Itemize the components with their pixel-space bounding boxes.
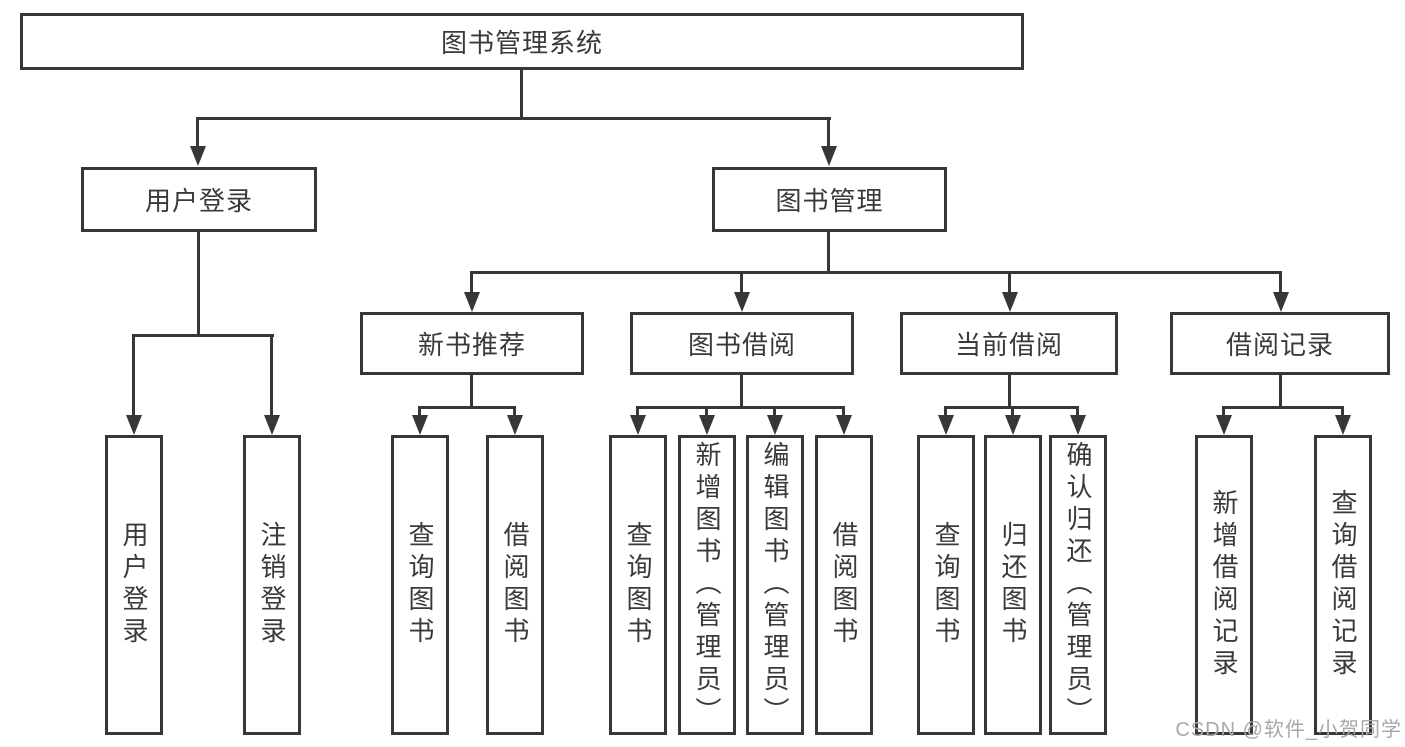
arrow-down-icon — [821, 146, 837, 166]
connector-line — [418, 406, 516, 409]
connector-line — [944, 406, 947, 418]
node-add-books-admin: 新增图书（管理员） — [678, 435, 736, 735]
arrow-down-icon — [938, 415, 954, 435]
node-edit-books-admin: 编辑图书（管理员） — [746, 435, 804, 735]
connector-line — [196, 117, 199, 147]
node-book-borrowing: 图书借阅 — [630, 312, 854, 375]
node-query-books-borrow: 查询图书 — [609, 435, 667, 735]
connector-line — [827, 117, 830, 147]
connector-line — [705, 406, 708, 418]
arrow-down-icon — [630, 415, 646, 435]
node-book-management: 图书管理 — [712, 167, 947, 232]
node-borrow-books: 借阅图书 — [815, 435, 873, 735]
node-user-login-leaf: 用户登录 — [105, 435, 163, 735]
arrow-down-icon — [264, 415, 280, 435]
node-current-borrowing: 当前借阅 — [900, 312, 1118, 375]
arrow-down-icon — [767, 415, 783, 435]
node-user-login: 用户登录 — [81, 167, 317, 232]
arrow-down-icon — [1005, 415, 1021, 435]
node-logout: 注销登录 — [243, 435, 301, 735]
connector-line — [1008, 271, 1011, 294]
arrow-down-icon — [1002, 292, 1018, 312]
node-borrowing-records: 借阅记录 — [1170, 312, 1390, 375]
arrow-down-icon — [699, 415, 715, 435]
connector-line — [1008, 375, 1011, 409]
connector-line — [520, 70, 523, 118]
connector-line — [773, 406, 776, 418]
node-query-books-rec: 查询图书 — [391, 435, 449, 735]
connector-line — [132, 334, 135, 417]
connector-line — [132, 334, 274, 337]
node-borrow-books-rec: 借阅图书 — [486, 435, 544, 735]
arrow-down-icon — [1216, 415, 1232, 435]
connector-line — [740, 375, 743, 409]
connector-line — [470, 375, 473, 409]
connector-line — [1341, 406, 1344, 418]
node-query-borrow-record: 查询借阅记录 — [1314, 435, 1372, 735]
node-return-books: 归还图书 — [984, 435, 1042, 735]
connector-line — [1076, 406, 1079, 418]
connector-line — [513, 406, 516, 418]
connector-line — [636, 406, 845, 409]
arrow-down-icon — [190, 146, 206, 166]
arrow-down-icon — [412, 415, 428, 435]
node-new-book-recommendation: 新书推荐 — [360, 312, 584, 375]
connector-line — [842, 406, 845, 418]
arrow-down-icon — [734, 292, 750, 312]
connector-line — [1011, 406, 1014, 418]
node-library-management-system: 图书管理系统 — [20, 13, 1024, 70]
connector-line — [827, 232, 830, 273]
arrow-down-icon — [1070, 415, 1086, 435]
arrow-down-icon — [836, 415, 852, 435]
arrow-down-icon — [464, 292, 480, 312]
connector-line — [1279, 271, 1282, 294]
connector-line — [197, 117, 831, 120]
connector-line — [740, 271, 743, 294]
watermark: CSDN @软件_小贺同学 — [1175, 719, 1402, 741]
connector-line — [197, 232, 200, 336]
connector-line — [470, 271, 1282, 274]
arrow-down-icon — [507, 415, 523, 435]
node-confirm-return-admin: 确认归还（管理员） — [1049, 435, 1107, 735]
connector-line — [636, 406, 639, 418]
connector-line — [470, 271, 473, 294]
connector-line — [1279, 375, 1282, 409]
connector-line — [270, 334, 273, 417]
connector-line — [418, 406, 421, 418]
connector-line — [1222, 406, 1343, 409]
arrow-down-icon — [126, 415, 142, 435]
arrow-down-icon — [1335, 415, 1351, 435]
node-query-books-current: 查询图书 — [917, 435, 975, 735]
arrow-down-icon — [1273, 292, 1289, 312]
connector-line — [1222, 406, 1225, 418]
node-add-borrow-record: 新增借阅记录 — [1195, 435, 1253, 735]
